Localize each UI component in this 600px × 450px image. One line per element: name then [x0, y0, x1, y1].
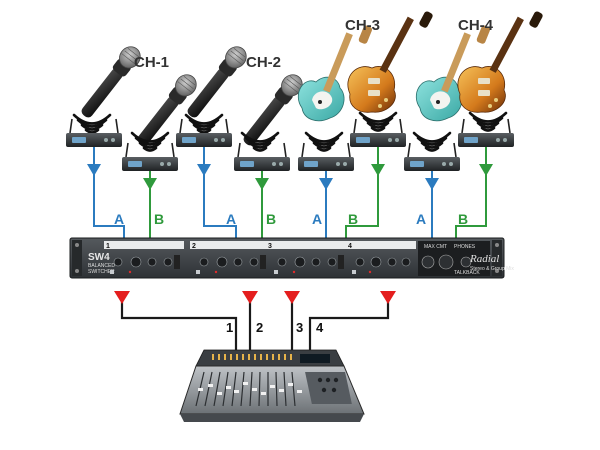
channel-label-3: CH-3 [345, 17, 380, 34]
channel-label-4: CH-4 [458, 17, 494, 34]
mixing-console-icon [179, 349, 365, 422]
rack-switcher-icon: SW4 BALANCED SWITCHER 1 2 3 4 [69, 237, 514, 279]
output-label-1: 1 [226, 320, 233, 335]
signal-waves-icon [72, 113, 112, 134]
signal-waves-icon [412, 131, 452, 152]
output-label-3: 3 [296, 320, 303, 335]
output-cables [120, 296, 390, 352]
switcher-subtitle-2: SWITCHER [88, 269, 115, 275]
output-label-4: 4 [316, 320, 324, 335]
input-a-label-1: A [114, 211, 124, 227]
input-a-label-4: A [416, 211, 426, 227]
switcher-brand: Radial [469, 253, 499, 265]
input-b-label-4: B [458, 211, 468, 227]
signal-waves-icon [468, 111, 508, 132]
slot-number-1: 1 [106, 243, 110, 250]
channel-label-2: CH-2 [246, 54, 281, 71]
signal-waves-icon [358, 111, 398, 132]
output-arrows [114, 291, 396, 304]
switcher-subtitle-1: BALANCED [88, 263, 115, 269]
slot-number-4: 4 [348, 243, 352, 250]
switcher-model: SW4 [88, 252, 110, 263]
slot-number-3: 3 [268, 243, 272, 250]
input-b-label-3: B [348, 211, 358, 227]
input-b-label-2: B [266, 211, 276, 227]
channel-label-1: CH-1 [134, 54, 169, 71]
output-label-2: 2 [256, 320, 263, 335]
switcher-channel-strips: 1 2 3 4 [104, 241, 416, 274]
section-label-2: PHONES [454, 244, 476, 250]
signal-waves-icon [304, 131, 344, 152]
switcher-brand-sub: Stereo & Group Mix [470, 266, 514, 272]
input-a-label-3: A [312, 211, 322, 227]
section-label-1: MAX CMT [424, 244, 447, 250]
input-a-label-2: A [226, 211, 236, 227]
signal-waves-icon [184, 113, 224, 134]
receiver-row [65, 118, 515, 172]
slot-number-2: 2 [192, 243, 196, 250]
section-label-3: TALKBACK [454, 270, 480, 276]
input-b-label-1: B [154, 211, 164, 227]
